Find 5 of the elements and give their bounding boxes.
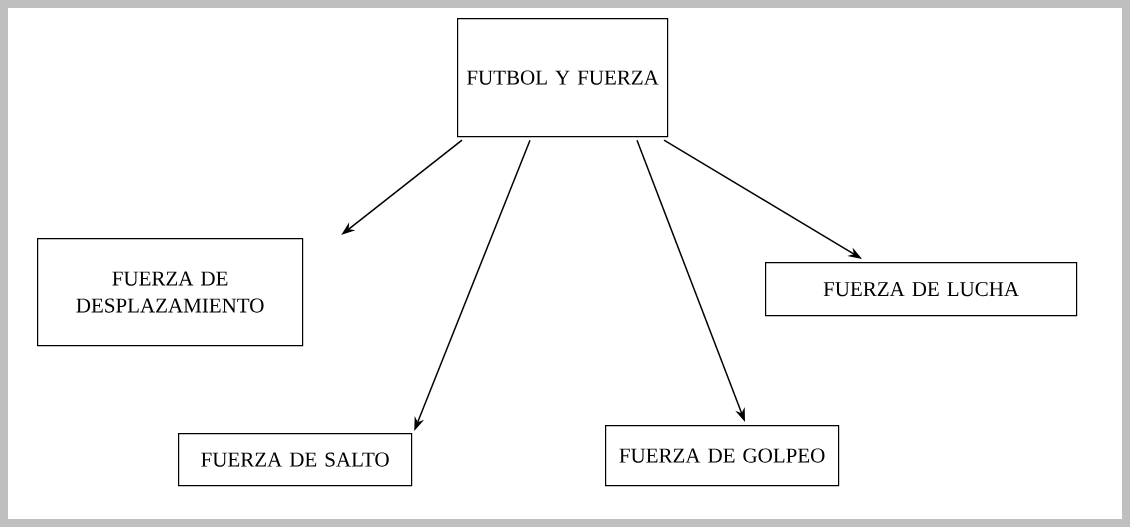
concept-box: FUERZA DE DESPLAZAMIENTO <box>37 238 304 347</box>
concept-box: FUTBOL Y FUERZA <box>457 18 669 138</box>
concept-box: FUERZA DE LUCHA <box>765 262 1078 317</box>
concept-box: FUERZA DE SALTO <box>178 433 413 487</box>
concept-box: FUERZA DE GOLPEO <box>605 425 840 487</box>
